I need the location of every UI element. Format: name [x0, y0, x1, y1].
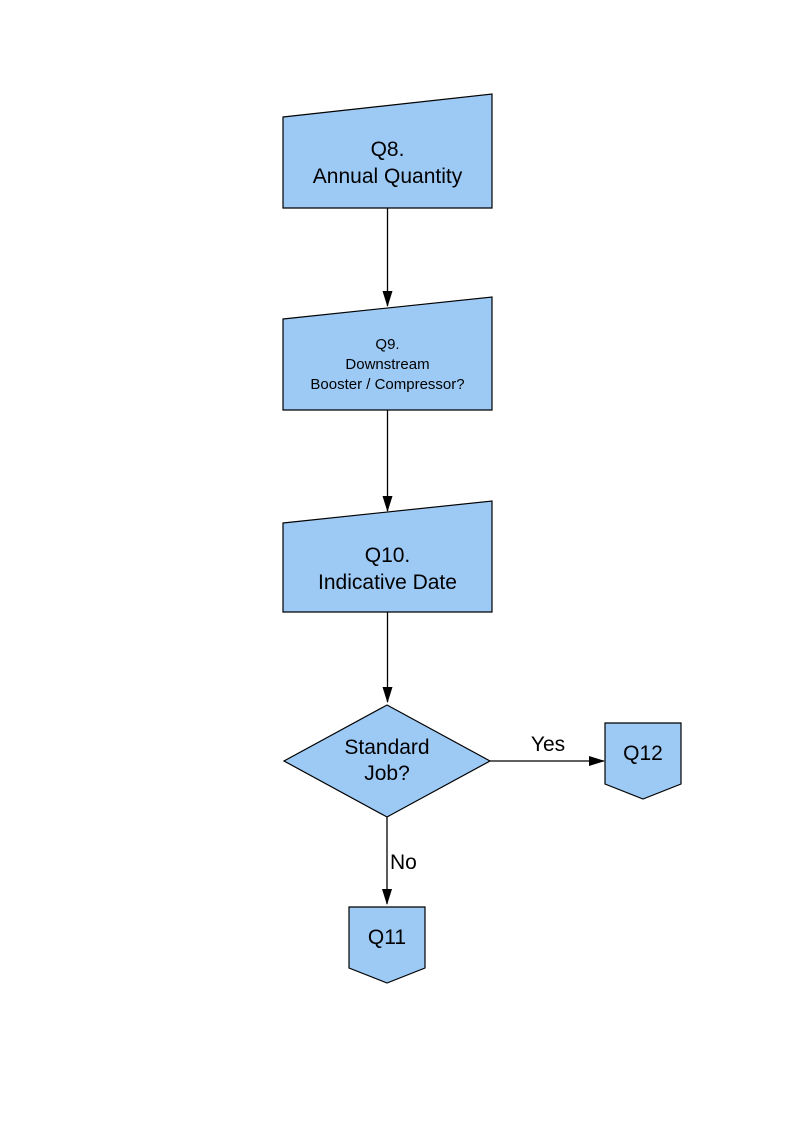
node-q11-shape	[348, 906, 426, 984]
node-q10-shape	[282, 500, 493, 613]
node-q12-shape	[604, 722, 682, 800]
node-q9-line1: Q9.	[375, 335, 400, 353]
node-q9-line3: Booster / Compressor?	[310, 375, 465, 393]
node-q9-shape	[282, 296, 493, 411]
node-q10-label: Q10. Indicative Date	[283, 525, 492, 612]
node-standard-job-line1: Standard	[344, 736, 430, 759]
edge-label-no: No	[390, 851, 417, 874]
node-q11-line1: Q11	[367, 926, 407, 949]
node-q11-label: Q11	[349, 907, 425, 968]
node-q12-line1: Q12	[623, 742, 663, 765]
node-q12-label: Q12	[605, 723, 681, 784]
node-q8-shape	[282, 93, 493, 209]
node-q9-label: Q9. Downstream Booster / Compressor?	[283, 319, 492, 410]
node-q8-label: Q8. Annual Quantity	[283, 117, 492, 208]
node-q10-line1: Q10.	[364, 543, 411, 567]
node-q9-line2: Downstream	[345, 355, 430, 373]
node-q8-line2: Annual Quantity	[312, 164, 463, 188]
node-q8-line1: Q8.	[370, 137, 405, 161]
node-standard-job-line2: Job?	[364, 762, 410, 785]
edge-label-yes: Yes	[530, 733, 566, 756]
node-q10-line2: Indicative Date	[318, 570, 457, 594]
node-standard-job-label: Standard Job?	[284, 705, 490, 817]
